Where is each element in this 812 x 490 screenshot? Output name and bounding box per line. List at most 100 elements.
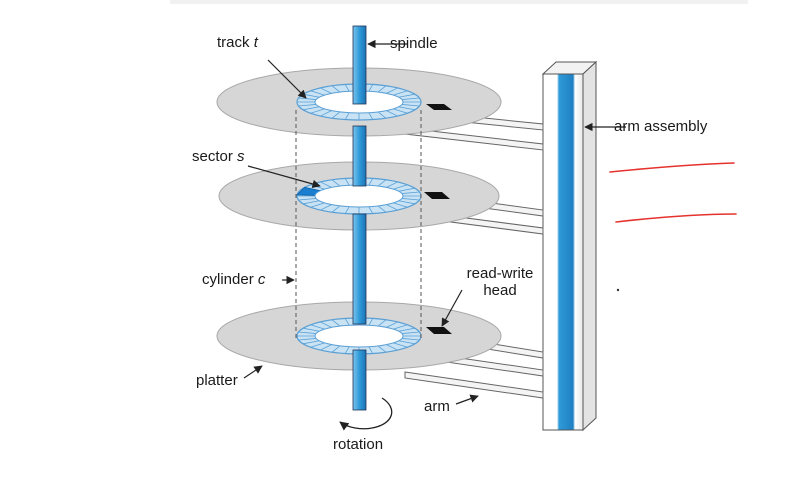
label-spindle: spindle	[390, 35, 438, 52]
track-segment	[298, 198, 317, 201]
track-segment	[393, 202, 408, 208]
track-segment	[398, 200, 415, 205]
label-cylinder: cylinder c	[202, 271, 265, 288]
track-segment	[320, 321, 332, 328]
platter-bottom	[216, 301, 502, 371]
track-segment	[386, 87, 398, 94]
cylinder-outline	[295, 110, 422, 338]
head-middle	[424, 192, 450, 199]
red-annotations	[609, 162, 737, 223]
leader-lines	[243, 39, 626, 405]
track-segment	[331, 179, 341, 187]
track-segment	[344, 112, 350, 120]
top-strip	[170, 0, 748, 4]
platter-middle	[218, 161, 500, 231]
track-segment	[377, 85, 387, 93]
label-sector-var: s	[237, 148, 245, 165]
track-segment	[398, 340, 415, 345]
track-segment	[368, 346, 374, 354]
label-cylinder-text: cylinder	[202, 271, 254, 288]
stray-dot	[616, 288, 620, 292]
track-segment	[320, 87, 332, 94]
track-segment	[393, 90, 408, 96]
track-segment	[401, 191, 420, 194]
track-segment	[398, 93, 415, 98]
track-segment	[344, 318, 350, 326]
label-sector: sector s	[192, 148, 245, 165]
track-segment	[344, 206, 350, 214]
track-segment	[368, 178, 374, 186]
track-segment	[331, 85, 341, 93]
label-cylinder-var: c	[257, 271, 266, 288]
arm-assembly	[541, 60, 598, 432]
head-top	[426, 104, 452, 110]
track-segment	[401, 198, 420, 201]
track-segment	[344, 84, 350, 92]
track-segment	[310, 202, 325, 208]
track-segment	[393, 108, 408, 114]
label-track-text: track	[217, 34, 250, 51]
track-segment	[398, 106, 415, 111]
track-segment	[303, 340, 320, 345]
track-segment	[331, 205, 341, 213]
track-segment	[377, 179, 387, 187]
track-segment	[310, 108, 325, 114]
track-segment	[393, 324, 408, 330]
track-segment	[298, 331, 317, 334]
track-segment	[331, 345, 341, 353]
track-segment	[398, 327, 415, 332]
track-segment	[320, 181, 332, 188]
track-segment	[368, 84, 374, 92]
track-segment	[386, 181, 398, 188]
track-segment	[393, 184, 408, 190]
label-sector-text: sector	[192, 148, 233, 165]
track-segment	[310, 90, 325, 96]
track-segment	[303, 106, 320, 111]
red-stroke-2	[615, 213, 737, 223]
platter-middle-hub	[314, 184, 404, 208]
track-segment	[320, 110, 332, 117]
track-segment	[377, 345, 387, 353]
track-segment	[298, 338, 317, 341]
spindle	[352, 25, 367, 411]
platters	[216, 67, 502, 371]
label-read-write-head: read-write head	[460, 265, 540, 299]
platter-bottom-hub	[314, 324, 404, 348]
track-segment	[401, 104, 420, 107]
label-track-var: t	[253, 34, 258, 51]
track-segment	[377, 111, 387, 119]
read-write-heads	[424, 104, 452, 334]
label-arm: arm	[424, 398, 450, 415]
track-segment	[401, 331, 420, 334]
track-segment	[377, 205, 387, 213]
track-segment	[386, 321, 398, 328]
track-segment	[398, 187, 415, 192]
red-stroke-1	[609, 162, 735, 173]
track-segment	[393, 342, 408, 348]
track-segment	[344, 346, 350, 354]
label-track: track t	[217, 34, 258, 51]
track-segment	[310, 342, 325, 348]
track-segment	[368, 112, 374, 120]
track-segment	[368, 318, 374, 326]
track-segment	[303, 200, 320, 205]
track-segment	[320, 344, 332, 351]
track-segment	[386, 110, 398, 117]
track-segment	[386, 344, 398, 351]
track-segment	[401, 97, 420, 100]
label-platter: platter	[196, 372, 238, 389]
track-segment	[331, 111, 341, 119]
label-read-write-line2: head	[483, 282, 517, 299]
track-segment	[344, 178, 350, 186]
rotation-arrow	[339, 397, 393, 431]
label-arm-assembly: arm assembly	[614, 118, 708, 135]
track-segment	[320, 204, 332, 211]
track-segment	[377, 319, 387, 327]
label-read-write-line1: read-write	[466, 265, 534, 282]
track-segment	[386, 204, 398, 211]
track-segment	[303, 327, 320, 332]
track-segment	[298, 104, 317, 107]
head-bottom	[426, 327, 452, 334]
label-rotation: rotation	[333, 436, 384, 453]
